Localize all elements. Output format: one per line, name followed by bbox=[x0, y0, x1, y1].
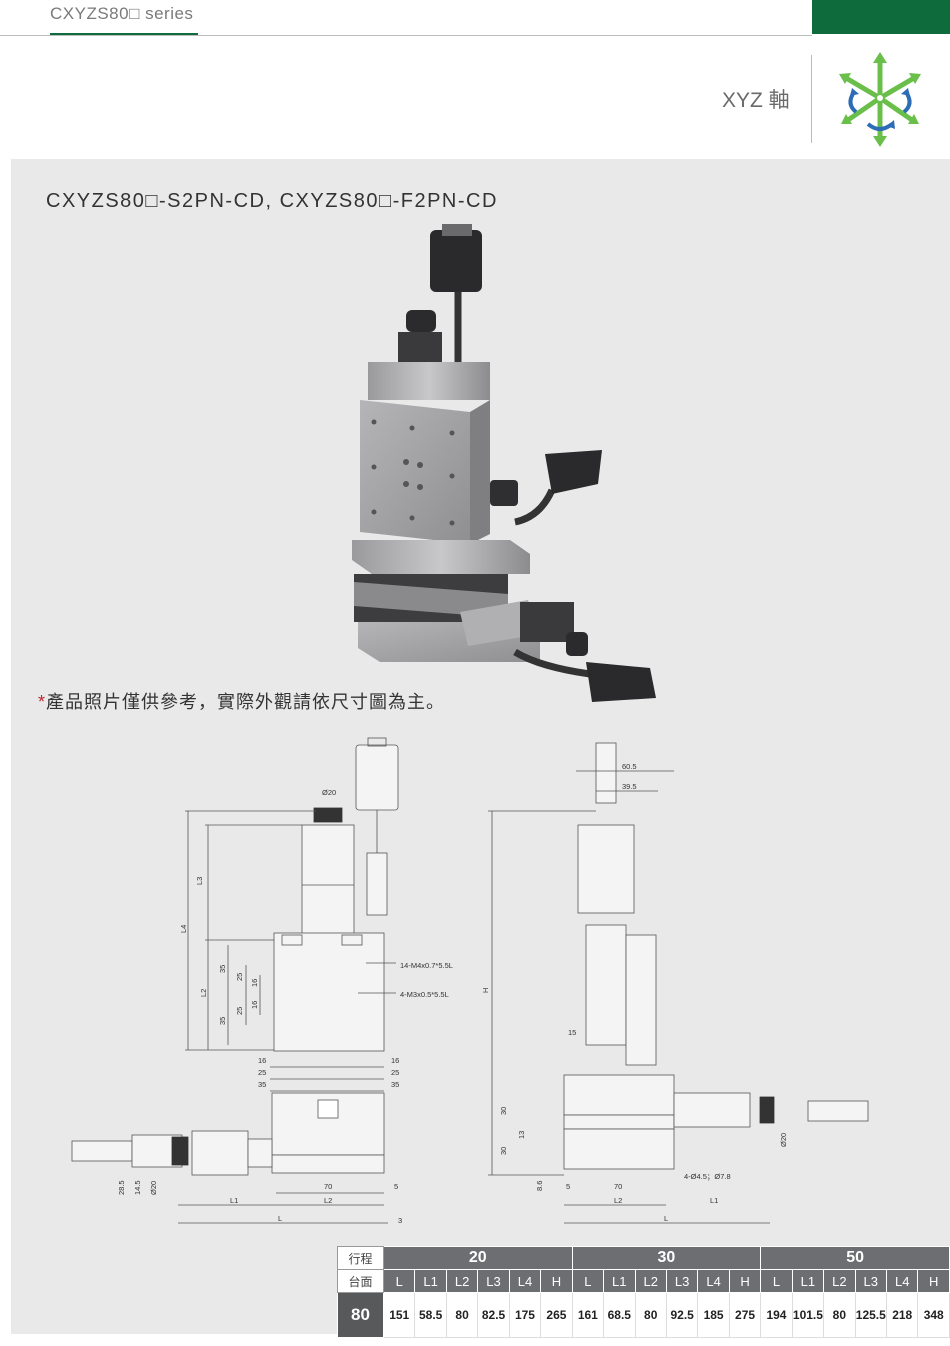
dim-28-5: 28.5 bbox=[117, 1180, 126, 1195]
col-L3: L3 bbox=[477, 1269, 510, 1293]
hole-spec-2: 4-M3x0.5*5.5L bbox=[400, 990, 449, 999]
dim-39-5: 39.5 bbox=[622, 782, 637, 791]
table-cell: 218 bbox=[885, 1292, 919, 1338]
stroke-30: 30 bbox=[571, 1246, 762, 1270]
dim-L-right: L bbox=[664, 1214, 668, 1223]
dim-16-bl: 16 bbox=[258, 1056, 266, 1065]
table-cell: 68.5 bbox=[603, 1292, 636, 1338]
dim-30-a: 30 bbox=[499, 1107, 508, 1115]
stroke-50: 50 bbox=[760, 1246, 950, 1270]
table-cell: 82.5 bbox=[477, 1292, 510, 1338]
dim-phi20-top: Ø20 bbox=[322, 788, 336, 797]
series-title: CXYZS80□ series bbox=[50, 4, 194, 23]
row-table-size: 80 bbox=[337, 1292, 384, 1338]
dim-5-right: 5 bbox=[566, 1182, 570, 1191]
note-text: 產品照片僅供參考，實際外觀請依尺寸圖為主。 bbox=[46, 692, 446, 712]
spec-table: 行程 20 30 50 台面 L L1 L2 L3 L4 H L L1 L2 L… bbox=[337, 1246, 950, 1338]
table-cell: 194 bbox=[760, 1292, 793, 1338]
col-H: H bbox=[540, 1269, 573, 1293]
dim-25-a: 25 bbox=[235, 973, 244, 981]
dim-L2-right: L2 bbox=[614, 1196, 622, 1205]
xyz-axis-icon bbox=[839, 52, 921, 147]
dim-13: 13 bbox=[517, 1131, 526, 1139]
dim-70-left: 70 bbox=[324, 1182, 332, 1191]
dim-phi20-right: Ø20 bbox=[779, 1133, 788, 1147]
note-star: * bbox=[38, 692, 47, 712]
col-L2: L2 bbox=[445, 1269, 479, 1293]
table-size-header: 台面 bbox=[337, 1269, 384, 1293]
stroke-20: 20 bbox=[383, 1246, 573, 1270]
table-row: 80 151 58.5 80 82.5 175 265 161 68.5 80 … bbox=[337, 1292, 950, 1338]
axis-label: XYZ 軸 bbox=[722, 89, 790, 112]
dim-L4: L4 bbox=[179, 925, 188, 933]
dim-30-b: 30 bbox=[499, 1147, 508, 1155]
dim-14-5: 14.5 bbox=[133, 1180, 142, 1195]
col-L2: L2 bbox=[823, 1269, 856, 1293]
hole-spec-1: 14-M4x0.7*5.5L bbox=[400, 961, 453, 970]
table-cell: 151 bbox=[382, 1292, 416, 1338]
brand-bar bbox=[812, 0, 950, 34]
col-L: L bbox=[760, 1269, 793, 1293]
header-rule bbox=[0, 35, 812, 36]
col-L4: L4 bbox=[508, 1269, 542, 1293]
dim-3: 3 bbox=[398, 1216, 402, 1225]
dim-H: H bbox=[481, 988, 490, 993]
stroke-header: 行程 bbox=[337, 1246, 384, 1270]
col-L3: L3 bbox=[854, 1269, 888, 1293]
table-cell: 348 bbox=[917, 1292, 950, 1338]
dim-35-a: 35 bbox=[218, 965, 227, 973]
col-L2: L2 bbox=[634, 1269, 667, 1293]
dim-70-right: 70 bbox=[614, 1182, 622, 1191]
table-cell: 265 bbox=[540, 1292, 573, 1338]
col-L1: L1 bbox=[603, 1269, 636, 1293]
table-cell: 58.5 bbox=[414, 1292, 447, 1338]
table-cell: 175 bbox=[508, 1292, 542, 1338]
dim-25-bl: 25 bbox=[258, 1068, 266, 1077]
dim-25-b: 25 bbox=[235, 1007, 244, 1015]
product-photo bbox=[352, 224, 656, 702]
dim-L3: L3 bbox=[195, 877, 204, 885]
col-L4: L4 bbox=[885, 1269, 919, 1293]
dim-16-br: 16 bbox=[391, 1056, 399, 1065]
table-cell: 185 bbox=[697, 1292, 730, 1338]
header-separator bbox=[811, 55, 812, 143]
col-L4: L4 bbox=[697, 1269, 730, 1293]
dim-25-br: 25 bbox=[391, 1068, 399, 1077]
table-cell: 80 bbox=[634, 1292, 667, 1338]
col-L1: L1 bbox=[791, 1269, 825, 1293]
series-underline bbox=[50, 33, 198, 36]
col-H: H bbox=[917, 1269, 950, 1293]
table-cell: 275 bbox=[728, 1292, 762, 1338]
table-cell: 80 bbox=[445, 1292, 479, 1338]
col-H: H bbox=[728, 1269, 762, 1293]
dim-15: 15 bbox=[568, 1028, 576, 1037]
col-L: L bbox=[571, 1269, 605, 1293]
dim-5-left: 5 bbox=[394, 1182, 398, 1191]
dim-60-5: 60.5 bbox=[622, 762, 637, 771]
dim-16-a: 16 bbox=[250, 979, 259, 987]
photo-disclaimer: *產品照片僅供參考，實際外觀請依尺寸圖為主。 bbox=[38, 688, 445, 714]
col-L1: L1 bbox=[414, 1269, 447, 1293]
dim-35-b: 35 bbox=[218, 1017, 227, 1025]
dim-35-br: 35 bbox=[391, 1080, 399, 1089]
hole-spec-right: 4-Ø4.5；Ø7.8 bbox=[684, 1172, 731, 1181]
table-cell: 92.5 bbox=[665, 1292, 699, 1338]
dim-L-left: L bbox=[278, 1214, 282, 1223]
dim-35-bl: 35 bbox=[258, 1080, 266, 1089]
dim-L1-left: L1 bbox=[230, 1196, 238, 1205]
dim-L2-left: L2 bbox=[324, 1196, 332, 1205]
table-cell: 80 bbox=[823, 1292, 856, 1338]
dim-phi20-left: Ø20 bbox=[149, 1181, 158, 1195]
model-title: CXYZS80□-S2PN-CD, CXYZS80□-F2PN-CD bbox=[46, 190, 498, 212]
dim-8-6: 8.6 bbox=[535, 1181, 544, 1191]
dim-16-b: 16 bbox=[250, 1001, 259, 1009]
table-cell: 125.5 bbox=[854, 1292, 888, 1338]
table-cell: 101.5 bbox=[791, 1292, 825, 1338]
col-L: L bbox=[382, 1269, 416, 1293]
dim-L2: L2 bbox=[199, 989, 208, 997]
dimension-drawing: Ø20 L3 L4 L2 35 35 25 25 16 16 14-M4x0.7… bbox=[71, 737, 869, 1225]
dim-L1-right: L1 bbox=[710, 1196, 718, 1205]
table-cell: 161 bbox=[571, 1292, 605, 1338]
col-L3: L3 bbox=[665, 1269, 699, 1293]
